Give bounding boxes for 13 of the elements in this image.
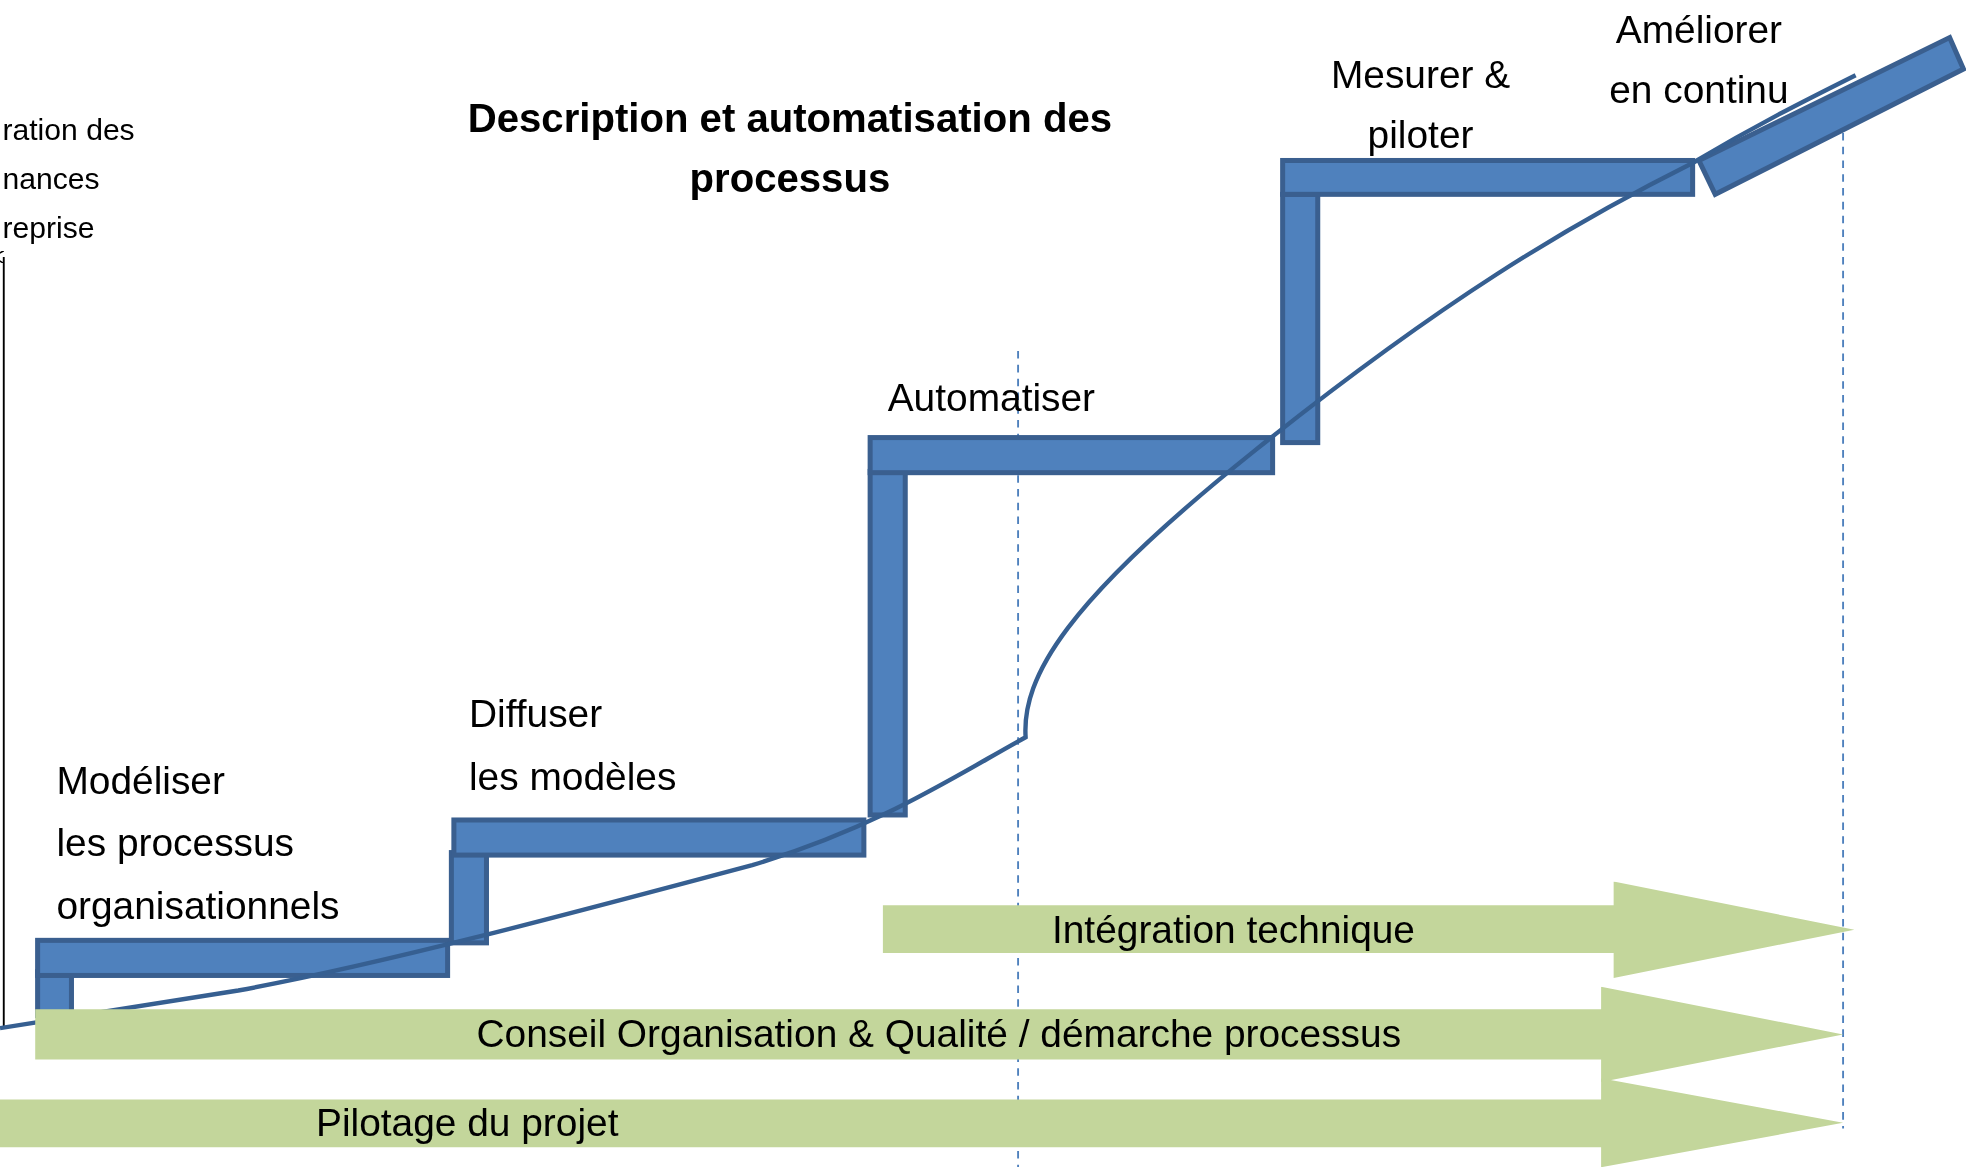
- step-label: Automatiser: [887, 375, 1097, 422]
- title: Description et automatisation des processus: [466, 94, 1114, 203]
- axis-label: ration des nances reprise: [2, 111, 136, 247]
- band-label: Intégration technique: [1051, 907, 1415, 953]
- step-label: Améliorer en continu: [1608, 6, 1790, 114]
- band-label: Pilotage du projet: [315, 1100, 619, 1146]
- arrow-band: [0, 1078, 1844, 1167]
- band-label: Conseil Organisation & Qualité / démarche processus: [476, 1011, 1402, 1057]
- step-label: Mesurer & piloter: [1329, 51, 1512, 159]
- step-label: Diffuser les modèles: [468, 691, 678, 801]
- arrow-band: [882, 881, 1855, 978]
- step-label: Modéliser les processus organisationnels: [56, 757, 341, 930]
- arrow-band: [35, 986, 1844, 1083]
